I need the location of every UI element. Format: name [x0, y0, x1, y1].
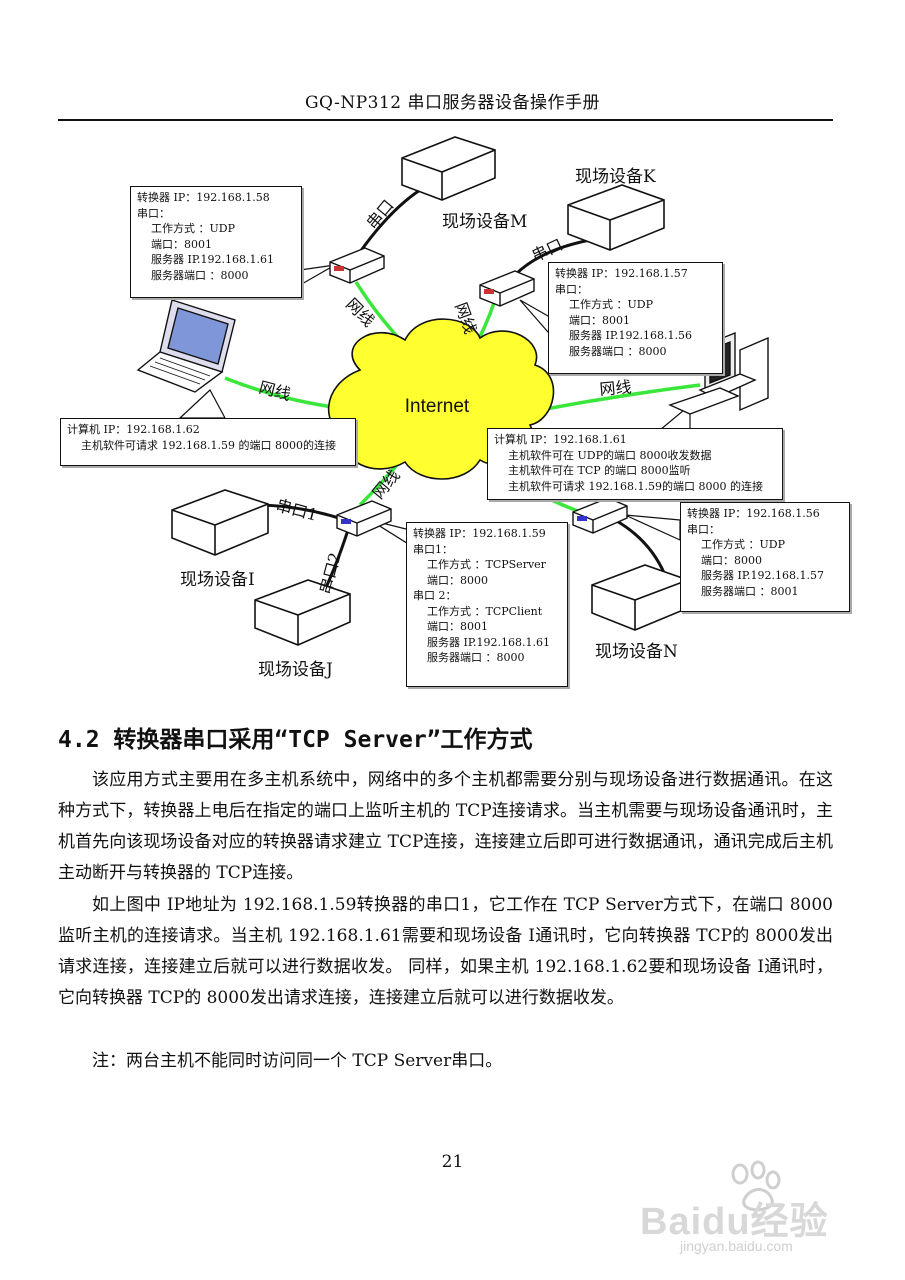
info-line: 主机软件可在 TCP 的端口 8000监听: [508, 464, 691, 477]
info-line: 端口：8000: [427, 573, 488, 587]
info-line: 主机软件可请求 192.168.1.59 的端口 8000的连接: [81, 438, 336, 452]
device-j-icon: [254, 579, 351, 646]
page-header: GQ-NP312 串口服务器设备操作手册: [304, 93, 601, 113]
info-box-pc-61: 计算机 IP：192.168.1.61 主机软件可在 UDP的端口 8000收发…: [487, 428, 783, 500]
info-line: 服务器端口 ：8000: [427, 651, 525, 664]
link-label-net-c59: 网线: [369, 466, 404, 503]
info-line: 工作方式 ：TCPServer: [427, 558, 546, 571]
info-line: 端口：8001: [569, 313, 630, 327]
info-line: 端口：8000: [701, 553, 762, 567]
device-m-icon: [401, 136, 496, 201]
link-label-net-pc: 网线: [599, 377, 633, 399]
link-label-serial-k: 串口: [529, 235, 566, 266]
watermark-url: jingyan.baidu.com: [680, 1238, 793, 1254]
info-line: 服务器端口 ：8000: [569, 344, 667, 358]
page-number: 21: [441, 1152, 464, 1172]
section-title: 4.2 转换器串口采用“TCP Server”工作方式: [58, 727, 533, 753]
cloud-label: Internet: [405, 396, 470, 417]
link-label-net-laptop: 网线: [257, 378, 293, 405]
info-line: 端口：8001: [427, 620, 488, 633]
device-label-i: 现场设备I: [180, 570, 255, 590]
link-label-serial-m: 串口: [363, 196, 398, 233]
info-line: 串口 2：: [413, 589, 457, 602]
net-line-laptop: [224, 376, 341, 410]
device-label-j: 现场设备J: [258, 660, 333, 680]
info-line: 工作方式 ：UDP: [151, 222, 235, 235]
link-label-serial2: 串口2: [316, 550, 345, 596]
device-k-icon: [567, 184, 665, 251]
paragraph-2: 如上图中 IP地址为 192.168.1.59转换器的串口1，它工作在 TCP …: [58, 895, 833, 1008]
info-box-converter-58: 转换器 IP：192.168.1.58 串口： 工作方式 ：UDP 端口：800…: [130, 186, 302, 298]
info-line: 串口：: [687, 522, 720, 536]
info-line: 服务器 IP.192.168.1.61: [427, 635, 550, 649]
device-i-icon: [171, 489, 269, 556]
net-line-pc61: [539, 383, 701, 412]
info-line: 转换器 IP：192.168.1.57: [555, 267, 688, 280]
paragraph-3: 注：两台主机不能同时访问同一个 TCP Server串口。: [92, 1051, 503, 1071]
info-line: 转换器 IP：192.168.1.56: [687, 507, 820, 520]
paragraph-1: 该应用方式主要用在多主机系统中，网络中的多个主机都需要分别与现场设备进行数据通讯…: [58, 770, 833, 883]
info-line: 服务器 IP.192.168.1.56: [569, 329, 692, 342]
info-line: 服务器端口 ：8000: [151, 268, 249, 282]
converter-56-icon: [572, 497, 628, 534]
link-label-net-m: 网线: [342, 294, 378, 330]
info-line: 计算机 IP：192.168.1.62: [67, 423, 200, 436]
info-box-converter-59: 转换器 IP：192.168.1.59 串口1： 工作方式 ：TCPServer…: [406, 522, 568, 687]
device-label-m: 现场设备M: [442, 212, 528, 232]
link-label-serial1: 串口1: [274, 496, 320, 525]
info-line: 服务器 IP.192.168.1.57: [701, 569, 824, 582]
info-line: 主机软件可请求 192.168.1.59的端口 8000 的连接: [508, 479, 763, 493]
info-line: 工作方式 ：UDP: [701, 538, 785, 551]
info-line: 计算机 IP：192.168.1.61: [494, 433, 627, 446]
serial-line-k: [513, 238, 591, 277]
info-line: 串口1：: [413, 542, 453, 556]
info-line: 转换器 IP：192.168.1.59: [413, 527, 546, 540]
info-line: 工作方式 ：TCPClient: [427, 604, 543, 618]
device-label-k: 现场设备K: [575, 167, 656, 187]
header-rule: [58, 119, 833, 121]
info-line: 工作方式 ：UDP: [569, 298, 653, 311]
converter-58-icon: [329, 247, 385, 284]
serial-line-m: [358, 188, 421, 253]
info-box-converter-57: 转换器 IP：192.168.1.57 串口： 工作方式 ：UDP 端口：800…: [548, 262, 723, 374]
info-line: 串口：: [137, 206, 170, 220]
info-line: 转换器 IP：192.168.1.58: [137, 191, 270, 204]
converter-59-icon: [336, 500, 392, 537]
baidu-paw-logo-icon: [731, 1160, 781, 1212]
watermark-brand: Baidu经验: [640, 1201, 829, 1243]
network-diagram: Internet: [136, 136, 769, 646]
info-line: 主机软件可在 UDP的端口 8000收发数据: [508, 448, 712, 462]
info-line: 端口：8001: [151, 237, 212, 251]
device-n-icon: [591, 564, 689, 631]
serial-line-n: [614, 518, 667, 576]
device-label-n: 现场设备N: [595, 642, 678, 662]
info-line: 服务器端口 ：8001: [701, 584, 799, 598]
info-box-converter-56: 转换器 IP：192.168.1.56 串口： 工作方式 ：UDP 端口：800…: [680, 502, 850, 612]
info-line: 服务器 IP.192.168.1.61: [151, 253, 274, 266]
laptop-icon: [136, 299, 236, 393]
baidu-watermark: Baidu经验 jingyan.baidu.com: [640, 1160, 840, 1254]
info-line: 串口：: [555, 282, 588, 296]
converter-57-icon: [479, 270, 535, 307]
info-box-pc-62: 计算机 IP：192.168.1.62 主机软件可请求 192.168.1.59…: [60, 418, 356, 466]
